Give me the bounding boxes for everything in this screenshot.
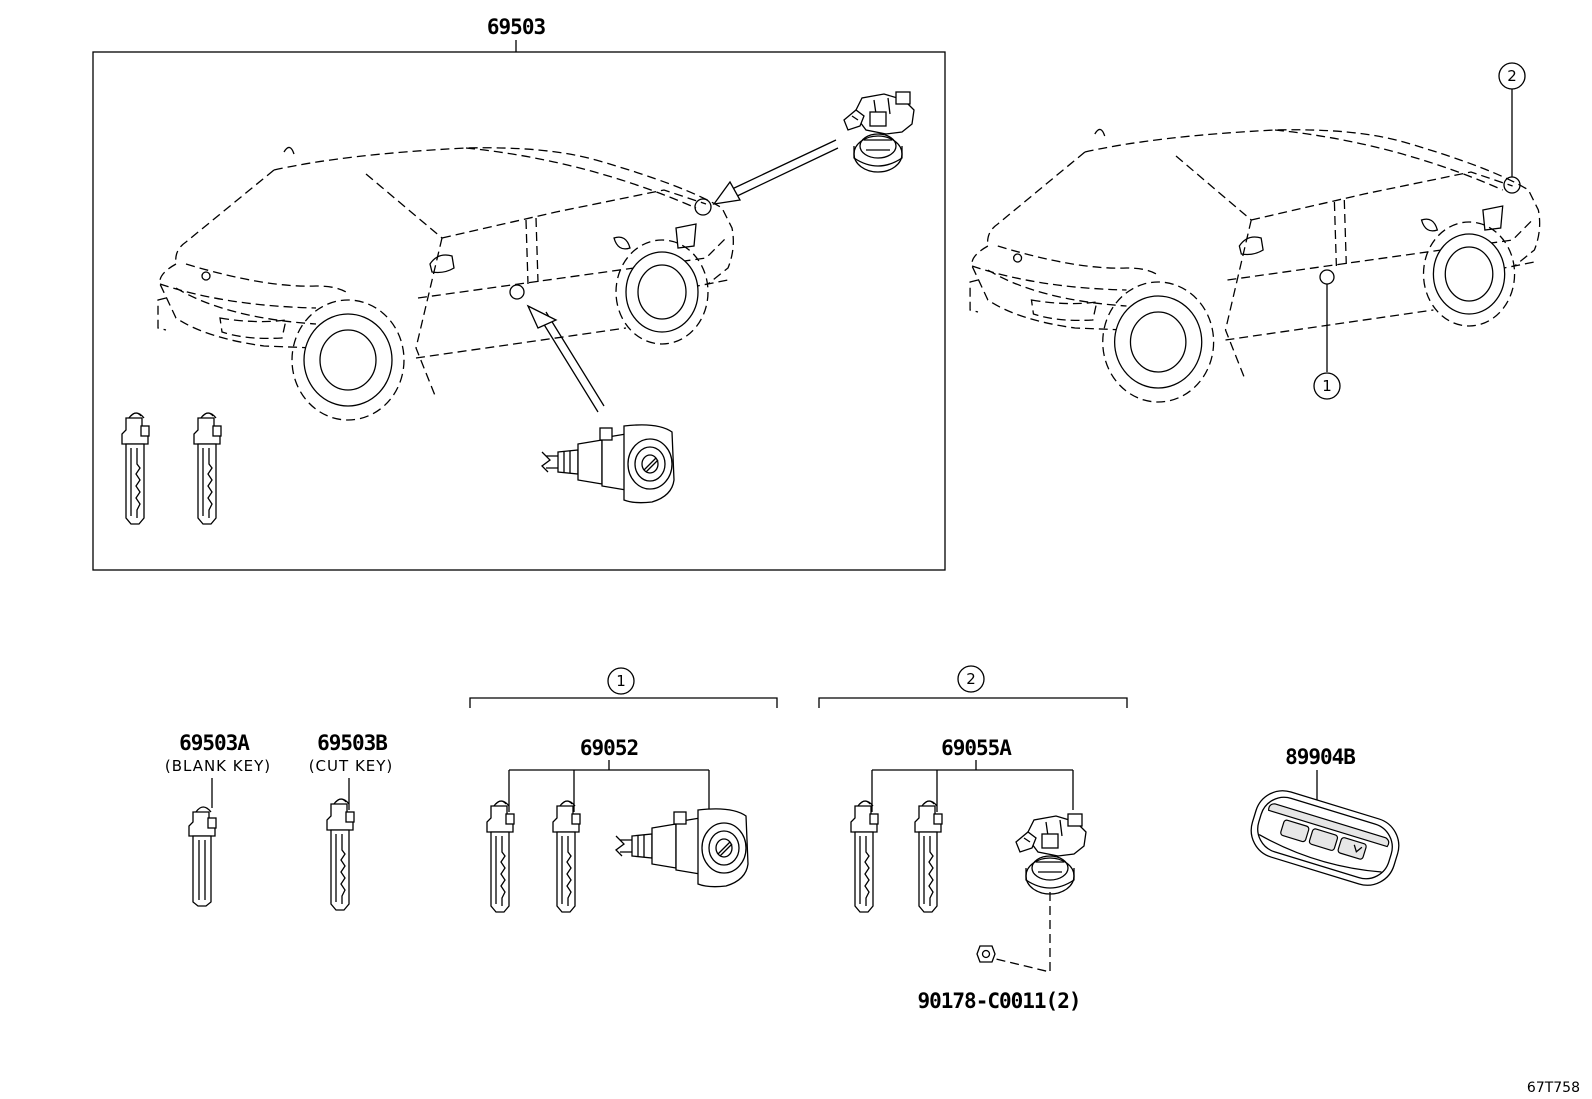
callout-1-circle-bottom: [607, 667, 635, 695]
callout-2-text-bottom: 2: [966, 670, 976, 688]
group-2-trunk-lock-set: 2 69055A 90178-C0011(2): [818, 665, 1128, 1013]
cut-key-group: 69503B (CUT KEY): [309, 731, 394, 911]
trunk-arrow-shaft: [729, 139, 839, 199]
bolt-icon: [976, 945, 996, 963]
door-lock-position-right: [1319, 269, 1335, 285]
trunk-lock-position-right: [1503, 176, 1521, 194]
door-arrow-head: [526, 304, 558, 329]
trunk-lock-position-left: [694, 198, 712, 216]
fob-part-number: 89904B: [1285, 745, 1355, 769]
cut-key-blade: [326, 798, 355, 911]
vehicle-callout-view: 1 2: [969, 62, 1541, 403]
callout-2-circle-bottom: [957, 665, 985, 693]
door-arrow-shaft: [539, 311, 605, 413]
callout-1-circle-top: [1313, 372, 1341, 400]
group-2-trunk-lock-cylinder: [1015, 813, 1087, 895]
group-1-key-2: [552, 800, 581, 913]
key-box-1: [121, 412, 150, 525]
bolt-part-number: 90178-C0011(2): [917, 989, 1080, 1013]
door-lock-position-left: [509, 284, 525, 300]
group-1-part-number: 69052: [580, 736, 638, 760]
group-1-door-lock-cylinder: [615, 808, 749, 888]
blank-key-blade: [188, 806, 217, 907]
door-lock-cylinder-box: [541, 424, 675, 504]
trunk-lock-cylinder-box: [843, 91, 915, 173]
callout-1-text-top: 1: [1322, 377, 1332, 395]
car-illustration-left: [157, 146, 734, 421]
cut-key-part-number: 69503B: [317, 731, 387, 755]
blank-key-group: 69503A (BLANK KEY): [165, 731, 271, 907]
blank-key-description: (BLANK KEY): [165, 757, 271, 775]
assembly-group-69503: 69503: [92, 15, 946, 571]
trunk-arrow-head: [712, 180, 742, 205]
callout-2-circle-top: [1498, 62, 1526, 90]
group-1-leaders: [508, 760, 710, 812]
cut-key-description: (CUT KEY): [309, 757, 394, 775]
bolt-dashed-leader: [991, 892, 1051, 973]
callout-2-text-top: 2: [1507, 67, 1517, 85]
group-1-bracket: [469, 697, 778, 708]
group-2-leaders: [871, 760, 1074, 812]
callout-1-text-bottom: 1: [616, 672, 626, 690]
group-2-key-1: [850, 800, 879, 913]
group-1-key-1: [486, 800, 515, 913]
assembly-frame: [92, 51, 946, 571]
reference-code: 67T758: [1527, 1080, 1580, 1096]
car-illustration-right: [969, 128, 1541, 403]
smart-key-fob-group: 89904B: [1250, 745, 1400, 886]
assembly-label: 69503: [487, 15, 546, 39]
group-1-door-lock-set: 1 69052: [469, 667, 778, 913]
blank-key-part-number: 69503A: [179, 731, 250, 755]
smart-key-fob: [1250, 790, 1400, 886]
group-2-key-2: [914, 800, 943, 913]
key-box-2: [193, 412, 222, 525]
group-2-bracket: [818, 697, 1128, 708]
group-2-part-number: 69055A: [941, 736, 1012, 760]
